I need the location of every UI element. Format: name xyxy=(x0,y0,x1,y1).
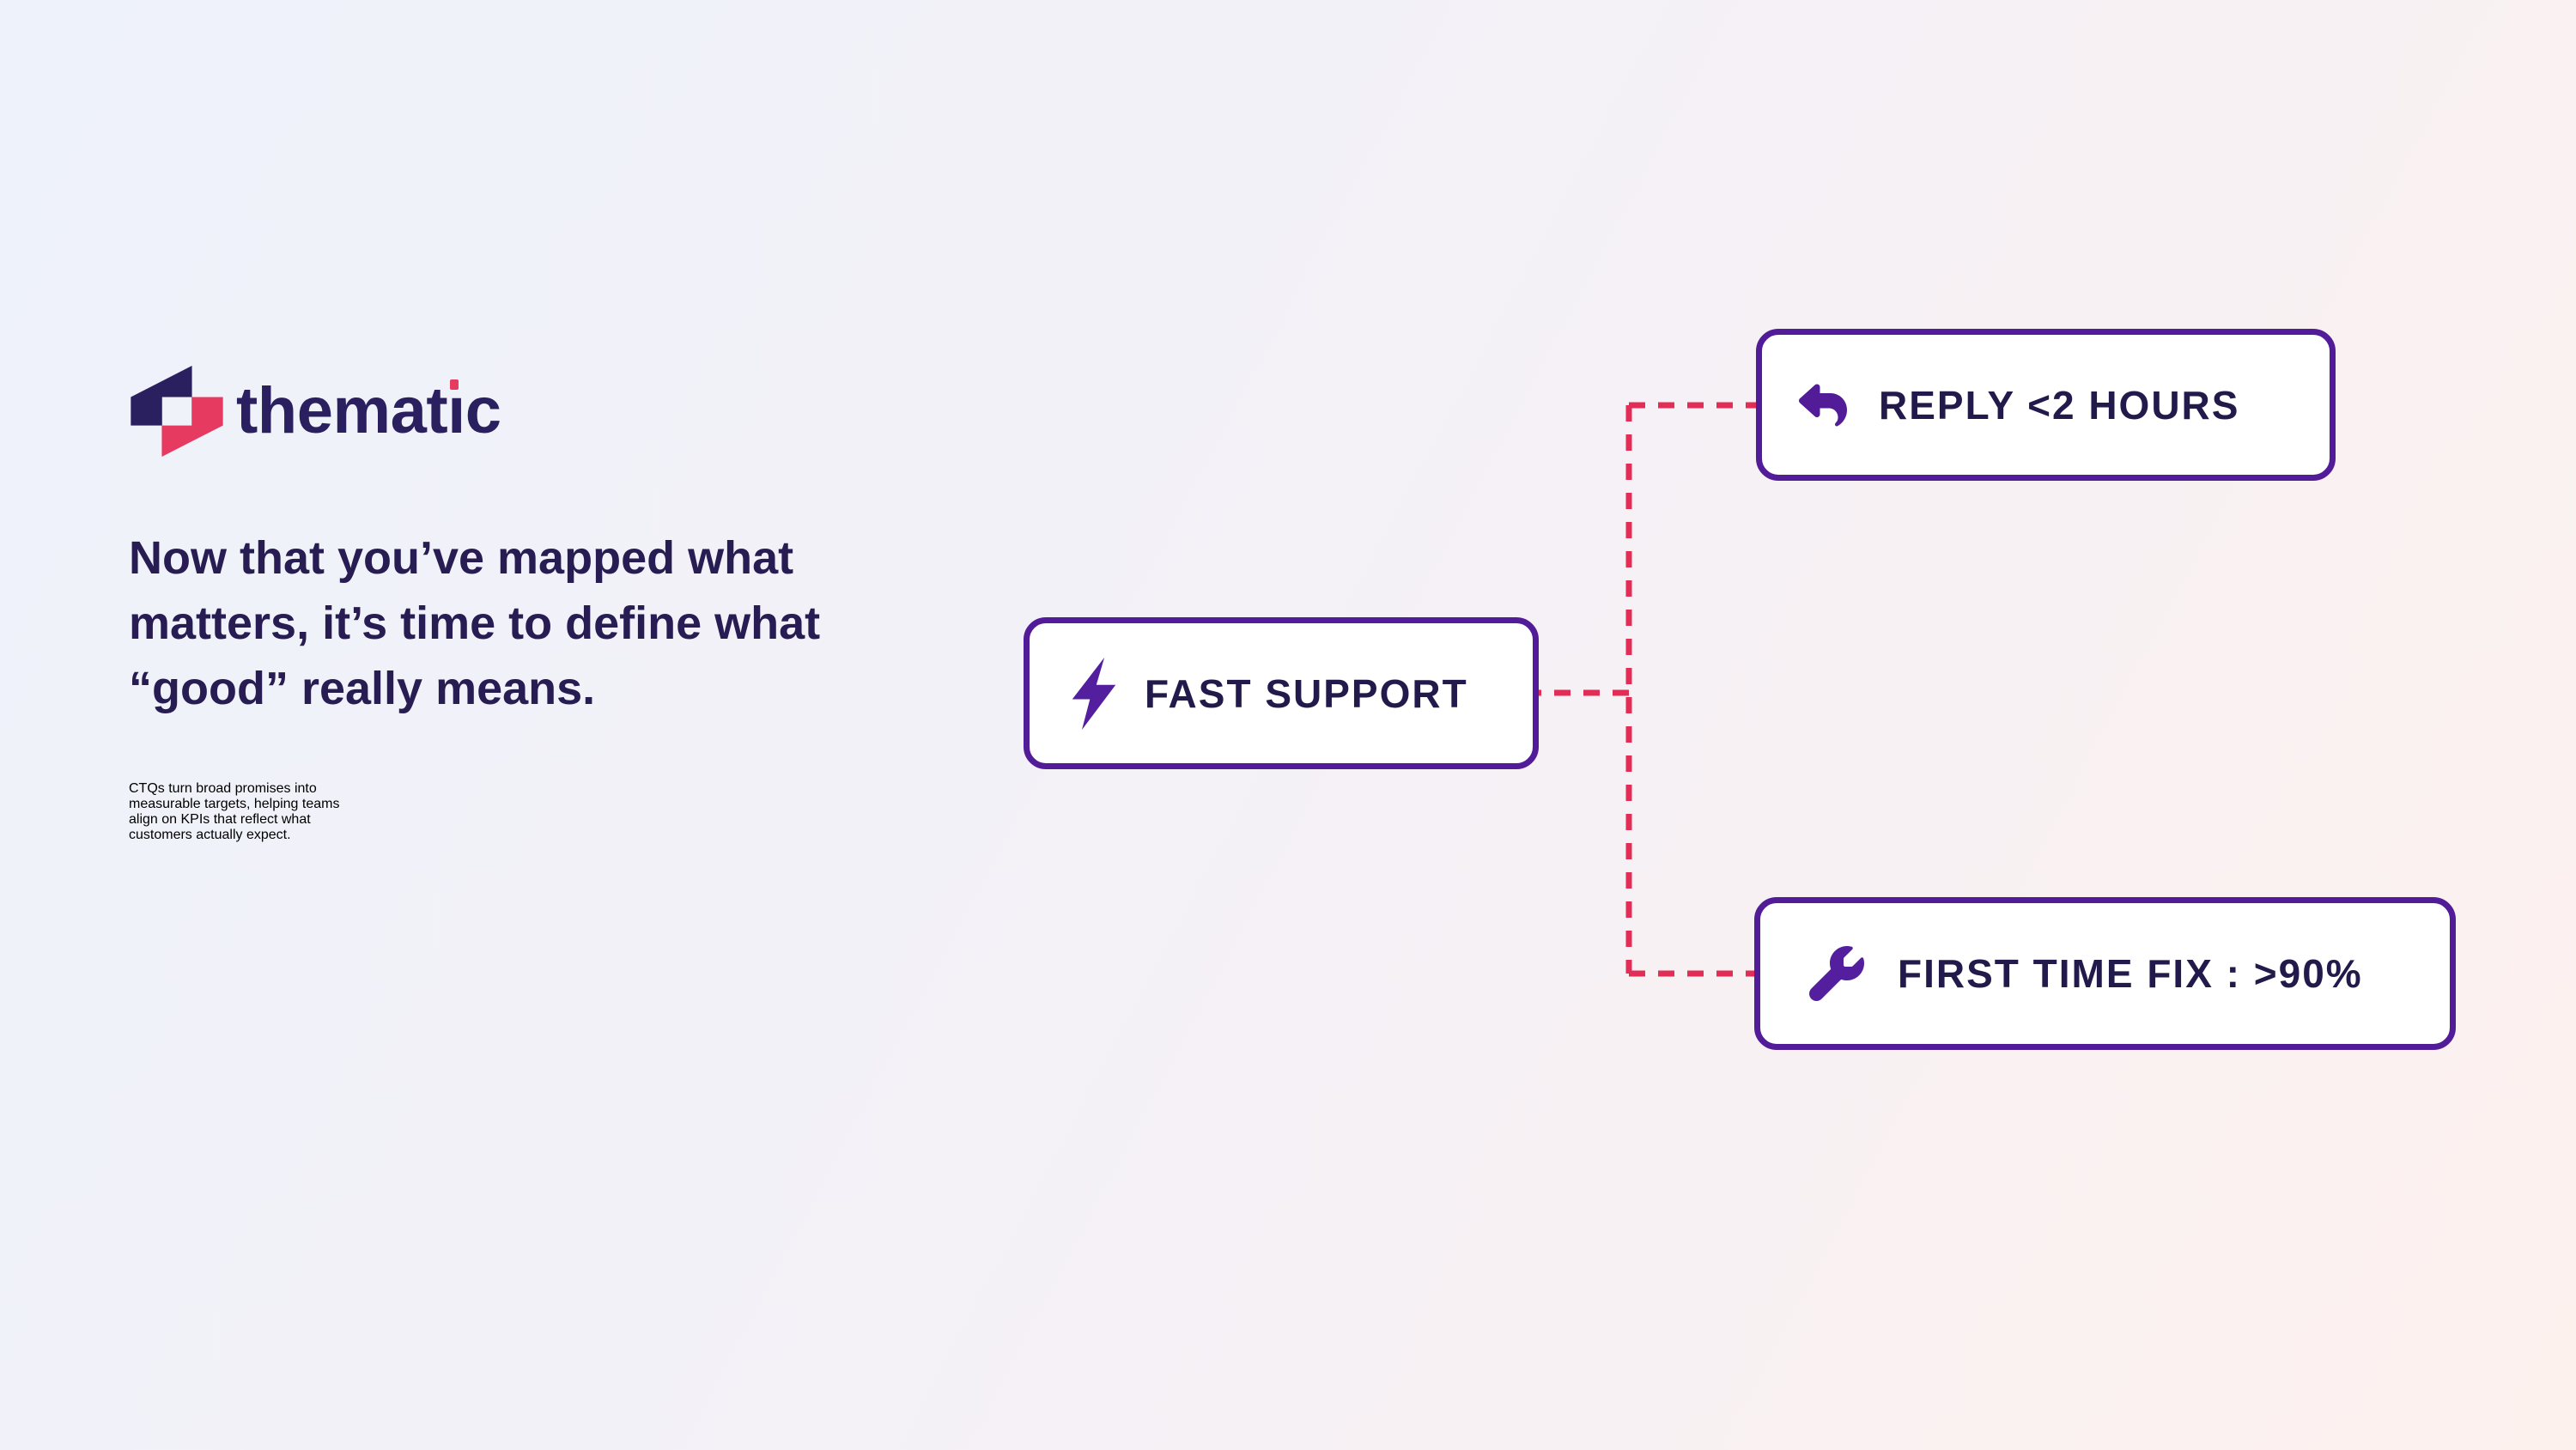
intro-body-line: measurable targets, helping teams xyxy=(129,797,340,811)
intro-heading-line: Now that you’ve mapped what xyxy=(129,532,794,584)
intro-body-line: align on KPIs that reflect what xyxy=(129,812,311,827)
logo-i-dot xyxy=(449,379,459,390)
intro-heading-line: matters, it’s time to define what xyxy=(129,598,821,649)
intro-body-line: CTQs turn broad promises into xyxy=(129,781,317,796)
logo-mark-pink-shape xyxy=(161,397,223,457)
node-label: FAST SUPPORT xyxy=(1145,670,1468,716)
node-label: REPLY <2 HOURS xyxy=(1879,382,2240,428)
thematic-logo-mark xyxy=(131,366,223,457)
node-first-time-fix: FIRST TIME FIX : >90% xyxy=(1754,897,2456,1050)
intro-body-line: customers actually expect. xyxy=(129,828,291,842)
node-fast-support: FAST SUPPORT xyxy=(1024,617,1539,769)
node-reply-hours: REPLY <2 HOURS xyxy=(1756,329,2336,481)
intro-heading-line: “good” really means. xyxy=(129,663,596,714)
intro-heading: Now that you’ve mapped what matters, it’… xyxy=(129,525,987,721)
lightning-bolt-icon xyxy=(1072,657,1116,730)
connector-path xyxy=(1539,402,1756,977)
intro-section: Now that you’ve mapped what matters, it’… xyxy=(129,525,987,857)
reply-arrow-icon xyxy=(1799,383,1847,426)
logo-mark-navy-shape xyxy=(131,366,192,426)
wrench-icon xyxy=(1809,946,1864,1001)
node-label: FIRST TIME FIX : >90% xyxy=(1898,951,2363,996)
